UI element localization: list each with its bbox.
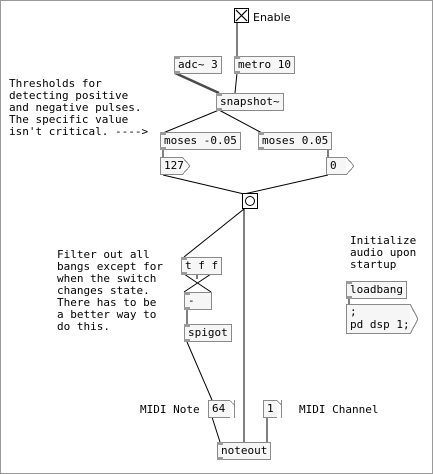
cord-snapshot-moses-neg	[162, 109, 220, 134]
cord-127-bang	[162, 174, 245, 195]
bang-circle-icon	[245, 196, 255, 206]
message-0[interactable]: 0	[326, 157, 354, 175]
comment-midi-note: MIDI Note	[140, 403, 200, 416]
message-pd-dsp[interactable]: ; pd dsp 1;	[346, 304, 418, 334]
comment-filter: Filter out all bangs except for when the…	[57, 248, 163, 333]
cord-metro-snapshot	[234, 72, 238, 94]
object-snapshot[interactable]: snapshot~	[216, 93, 284, 111]
object-loadbang[interactable]: loadbang	[346, 281, 407, 299]
object-moses-positive[interactable]: moses 0.05	[258, 132, 333, 150]
message-127[interactable]: 127	[160, 157, 190, 175]
object-minus[interactable]: -	[184, 292, 212, 310]
object-moses-negative[interactable]: moses -0.05	[160, 132, 241, 150]
comment-initialize: Initialize audio upon startup	[350, 234, 417, 271]
enable-toggle[interactable]	[234, 8, 249, 23]
comment-thresholds: Thresholds for detecting positive and ne…	[9, 77, 149, 138]
cord-tff-minus-left	[183, 273, 212, 293]
cord-bang-tff	[183, 208, 245, 258]
cord-spigot-note	[186, 341, 213, 401]
object-trigger[interactable]: t f f	[181, 257, 223, 275]
object-metro[interactable]: metro 10	[234, 56, 295, 74]
cord-note-noteout	[211, 416, 221, 443]
object-noteout[interactable]: noteout	[217, 442, 272, 460]
toggle-x-mark	[235, 9, 248, 22]
cord-snapshot-moses-pos	[218, 109, 263, 134]
object-adc[interactable]: adc~ 3	[174, 56, 222, 74]
bang-button[interactable]	[242, 193, 258, 209]
number-midi-channel[interactable]: 1	[263, 400, 282, 418]
number-midi-note[interactable]: 64	[208, 400, 235, 418]
comment-midi-channel: MIDI Channel	[299, 403, 379, 416]
object-spigot[interactable]: spigot	[184, 324, 232, 342]
cord-adc-snapshot-signal	[174, 71, 220, 95]
enable-label: Enable	[253, 11, 291, 24]
cord-0-bang	[243, 174, 329, 195]
